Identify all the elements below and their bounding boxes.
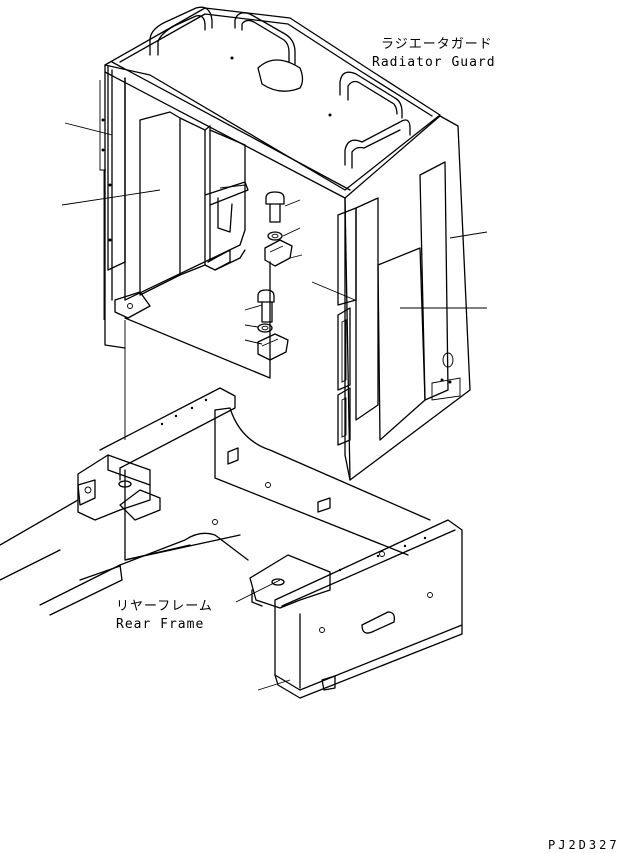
leader-lines (61, 122, 488, 691)
rear-frame-label-en: Rear Frame (116, 617, 205, 632)
radiator-guard (99, 6, 471, 481)
rear-frame-label-jp: リヤーフレーム (116, 599, 213, 614)
hardware (257, 191, 293, 361)
radiator-guard-label-en: Radiator Guard (372, 55, 496, 70)
drawing-code: PJ2D327 (548, 838, 620, 852)
radiator-guard-label-jp: ラジエータガード (381, 37, 493, 52)
rear-frame (0, 387, 463, 699)
